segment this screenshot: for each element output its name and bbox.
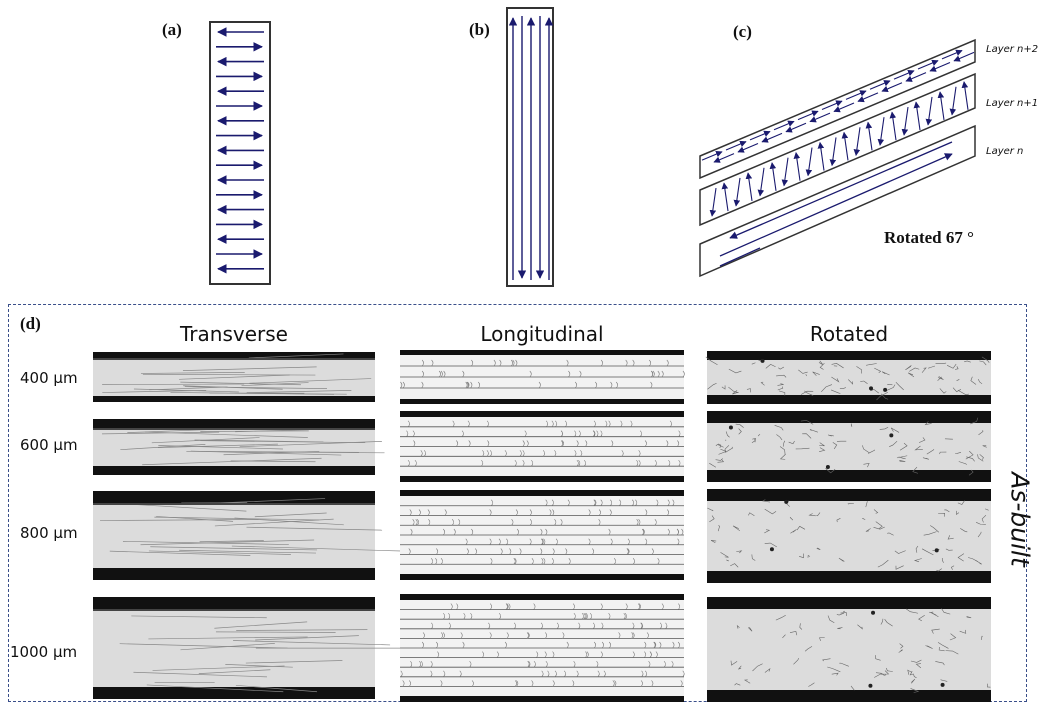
column-title-longitudinal: Longitudinal	[480, 322, 604, 346]
micrograph-transverse-1000	[93, 597, 423, 699]
micrograph-rotated-800	[707, 489, 991, 583]
column-title-transverse: Transverse	[180, 322, 288, 346]
micrograph-transverse-800	[93, 491, 402, 580]
layer-n-label: Layer n	[986, 146, 1023, 157]
column-title-rotated: Rotated	[809, 322, 889, 346]
panel-a-transverse-scan-diagram	[209, 21, 271, 285]
micrograph-transverse-400	[93, 352, 375, 402]
row-label-1000: 1000 µm	[10, 643, 78, 661]
micrograph-rotated-1000	[707, 597, 991, 702]
layer-n-plus-1-label: Layer n+1	[986, 98, 1038, 109]
micrograph-rotated-600	[707, 411, 991, 482]
row-label-800: 800 µm	[20, 524, 78, 542]
row-label-600: 600 µm	[20, 436, 78, 454]
row-label-400: 400 µm	[20, 369, 78, 387]
micrograph-longitudinal-1000	[400, 594, 685, 702]
rotation-angle-label: Rotated 67 °	[884, 228, 974, 247]
micrograph-transverse-600	[93, 419, 385, 475]
panel-b-label: (b)	[469, 20, 490, 39]
as-built-label: As-built	[1005, 472, 1035, 567]
micrograph-longitudinal-600	[400, 411, 684, 482]
micrograph-longitudinal-800	[400, 490, 684, 580]
panel-d-label: (d)	[20, 314, 41, 333]
layer-n-arrows	[719, 141, 953, 267]
panel-b-longitudinal-scan-diagram	[506, 7, 554, 287]
panel-c-label: (c)	[733, 22, 752, 41]
micrograph-rotated-400	[705, 351, 991, 404]
micrograph-longitudinal-400	[400, 350, 685, 404]
panel-c-rotated-scan-diagram: Layer n+2 Layer n+1 Layer n Rotated 67 °	[699, 38, 1038, 278]
layer-n-plus-2-label: Layer n+2	[986, 44, 1038, 55]
panel-a-label: (a)	[162, 20, 182, 39]
